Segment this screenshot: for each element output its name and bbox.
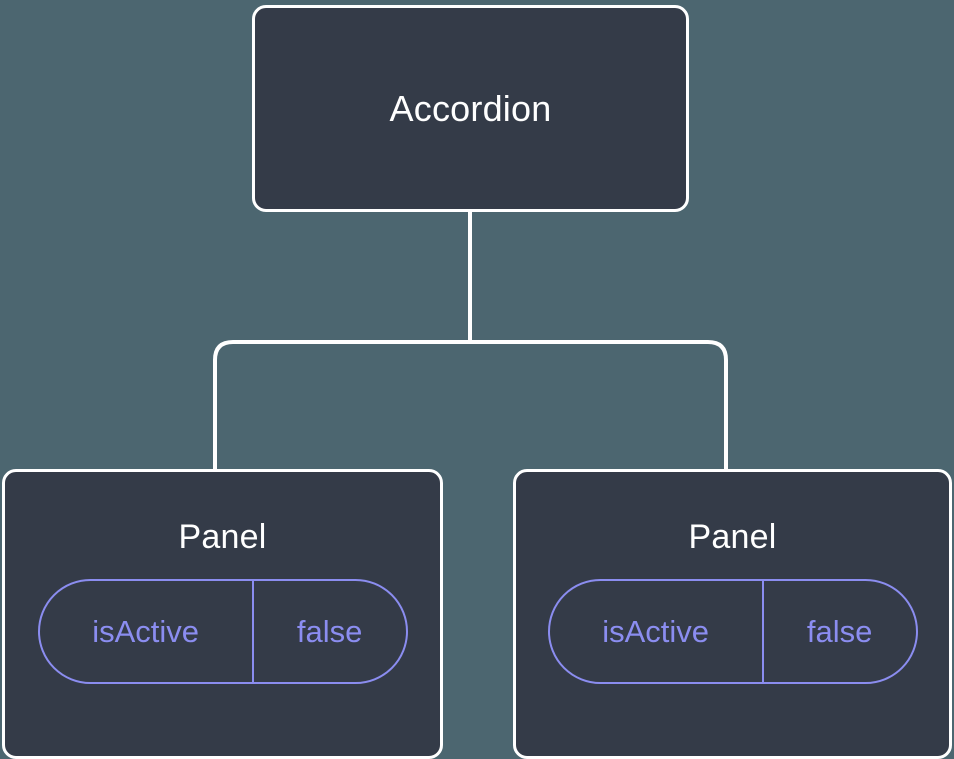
- prop-badge-key: isActive: [550, 581, 764, 682]
- node-panel-2[interactable]: Panel isActive false: [513, 469, 952, 759]
- prop-badge-value: false: [806, 614, 873, 649]
- connector-branch-bar: [213, 340, 728, 469]
- node-panel-1-title: Panel: [178, 518, 267, 556]
- prop-badge-value: false: [296, 614, 363, 649]
- node-accordion[interactable]: Accordion: [252, 5, 689, 212]
- prop-badge-key: isActive: [40, 581, 254, 682]
- node-panel-2-title: Panel: [688, 518, 777, 556]
- component-tree-diagram: Accordion Panel isActive false Panel isA…: [2, 5, 952, 759]
- prop-badge-isactive-1[interactable]: isActive false: [37, 579, 408, 684]
- node-panel-1[interactable]: Panel isActive false: [2, 469, 443, 759]
- prop-badge-isactive-2[interactable]: isActive false: [547, 579, 918, 684]
- node-accordion-title: Accordion: [389, 87, 552, 129]
